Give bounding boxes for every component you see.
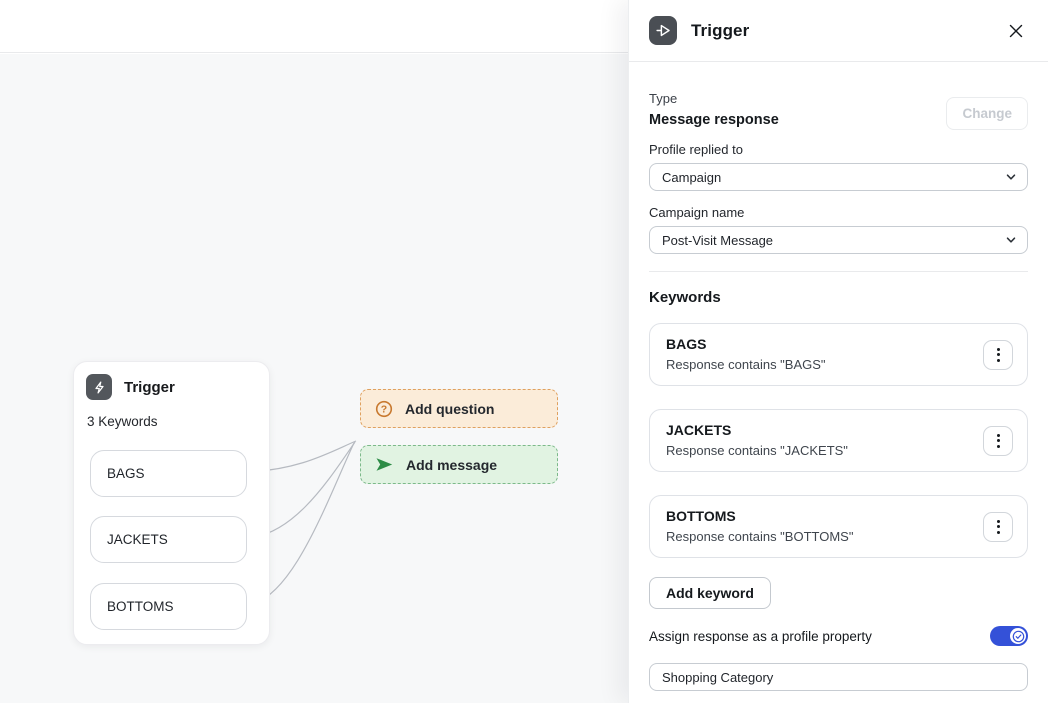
keyword-card-bags[interactable]: BAGS Response contains "BAGS" (649, 323, 1028, 386)
question-circle-icon: ? (375, 400, 393, 418)
send-icon (649, 16, 677, 45)
check-circle-icon (1010, 628, 1026, 644)
svg-text:?: ? (381, 403, 387, 415)
kebab-menu-icon[interactable] (983, 339, 1013, 370)
add-question-label: Add question (405, 400, 495, 417)
keyword-card-jackets[interactable]: JACKETS Response contains "JACKETS" (649, 409, 1028, 472)
keyword-rule: Response contains "JACKETS" (666, 443, 848, 458)
trigger-node-header: Trigger (86, 374, 175, 400)
type-value: Message response (649, 112, 779, 128)
kebab-menu-icon[interactable] (983, 425, 1013, 456)
add-message-label: Add message (406, 456, 498, 473)
campaign-name-select[interactable]: Post-Visit Message (649, 226, 1028, 254)
keyword-pill-label: BAGS (107, 466, 145, 481)
keyword-name: BAGS (666, 336, 707, 352)
keyword-pill-bags[interactable]: BAGS (90, 450, 247, 497)
keyword-pill-label: JACKETS (107, 532, 168, 547)
keyword-name: BOTTOMS (666, 508, 736, 524)
change-type-button[interactable]: Change (946, 97, 1028, 130)
lightning-icon (86, 374, 112, 400)
keyword-name: JACKETS (666, 422, 732, 438)
chevron-down-icon (1005, 234, 1017, 246)
trigger-settings-panel: Trigger Type Message response Change Pro… (628, 0, 1048, 703)
canvas-top-bar (0, 0, 628, 53)
send-arrow-icon (375, 456, 394, 473)
trigger-node-title: Trigger (124, 378, 175, 396)
type-label: Type (649, 91, 678, 106)
assign-property-row: Assign response as a profile property (649, 626, 1028, 646)
kebab-menu-icon[interactable] (983, 511, 1013, 542)
trigger-node-card[interactable]: Trigger 3 Keywords BAGS JACKETS BOTTOMS (73, 361, 270, 645)
profile-replied-value: Campaign (662, 169, 722, 185)
keyword-pill-bottoms[interactable]: BOTTOMS (90, 583, 247, 630)
assign-property-toggle[interactable] (990, 626, 1028, 646)
close-icon[interactable] (1004, 19, 1028, 43)
campaign-name-label: Campaign name (649, 205, 745, 220)
keywords-heading: Keywords (649, 289, 721, 306)
keyword-pill-label: BOTTOMS (107, 599, 174, 614)
keyword-rule: Response contains "BAGS" (666, 357, 826, 372)
panel-content: Type Message response Change Profile rep… (629, 91, 1048, 691)
add-message-button[interactable]: Add message (360, 445, 558, 484)
flow-canvas[interactable]: Trigger 3 Keywords BAGS JACKETS BOTTOMS … (0, 0, 628, 703)
chevron-down-icon (1005, 171, 1017, 183)
profile-property-input[interactable] (649, 663, 1028, 691)
add-keyword-button[interactable]: Add keyword (649, 577, 771, 609)
trigger-node-subtitle: 3 Keywords (87, 414, 158, 429)
keyword-card-bottoms[interactable]: BOTTOMS Response contains "BOTTOMS" (649, 495, 1028, 558)
section-divider (649, 271, 1028, 272)
profile-replied-label: Profile replied to (649, 142, 743, 157)
panel-header: Trigger (629, 0, 1048, 62)
keyword-pill-jackets[interactable]: JACKETS (90, 516, 247, 563)
campaign-name-value: Post-Visit Message (662, 232, 774, 248)
keyword-rule: Response contains "BOTTOMS" (666, 529, 854, 544)
assign-property-label: Assign response as a profile property (649, 628, 872, 644)
add-question-button[interactable]: ? Add question (360, 389, 558, 428)
trigger-type-block: Type Message response Change (649, 91, 1028, 130)
profile-replied-select[interactable]: Campaign (649, 163, 1028, 191)
panel-title: Trigger (691, 20, 750, 40)
